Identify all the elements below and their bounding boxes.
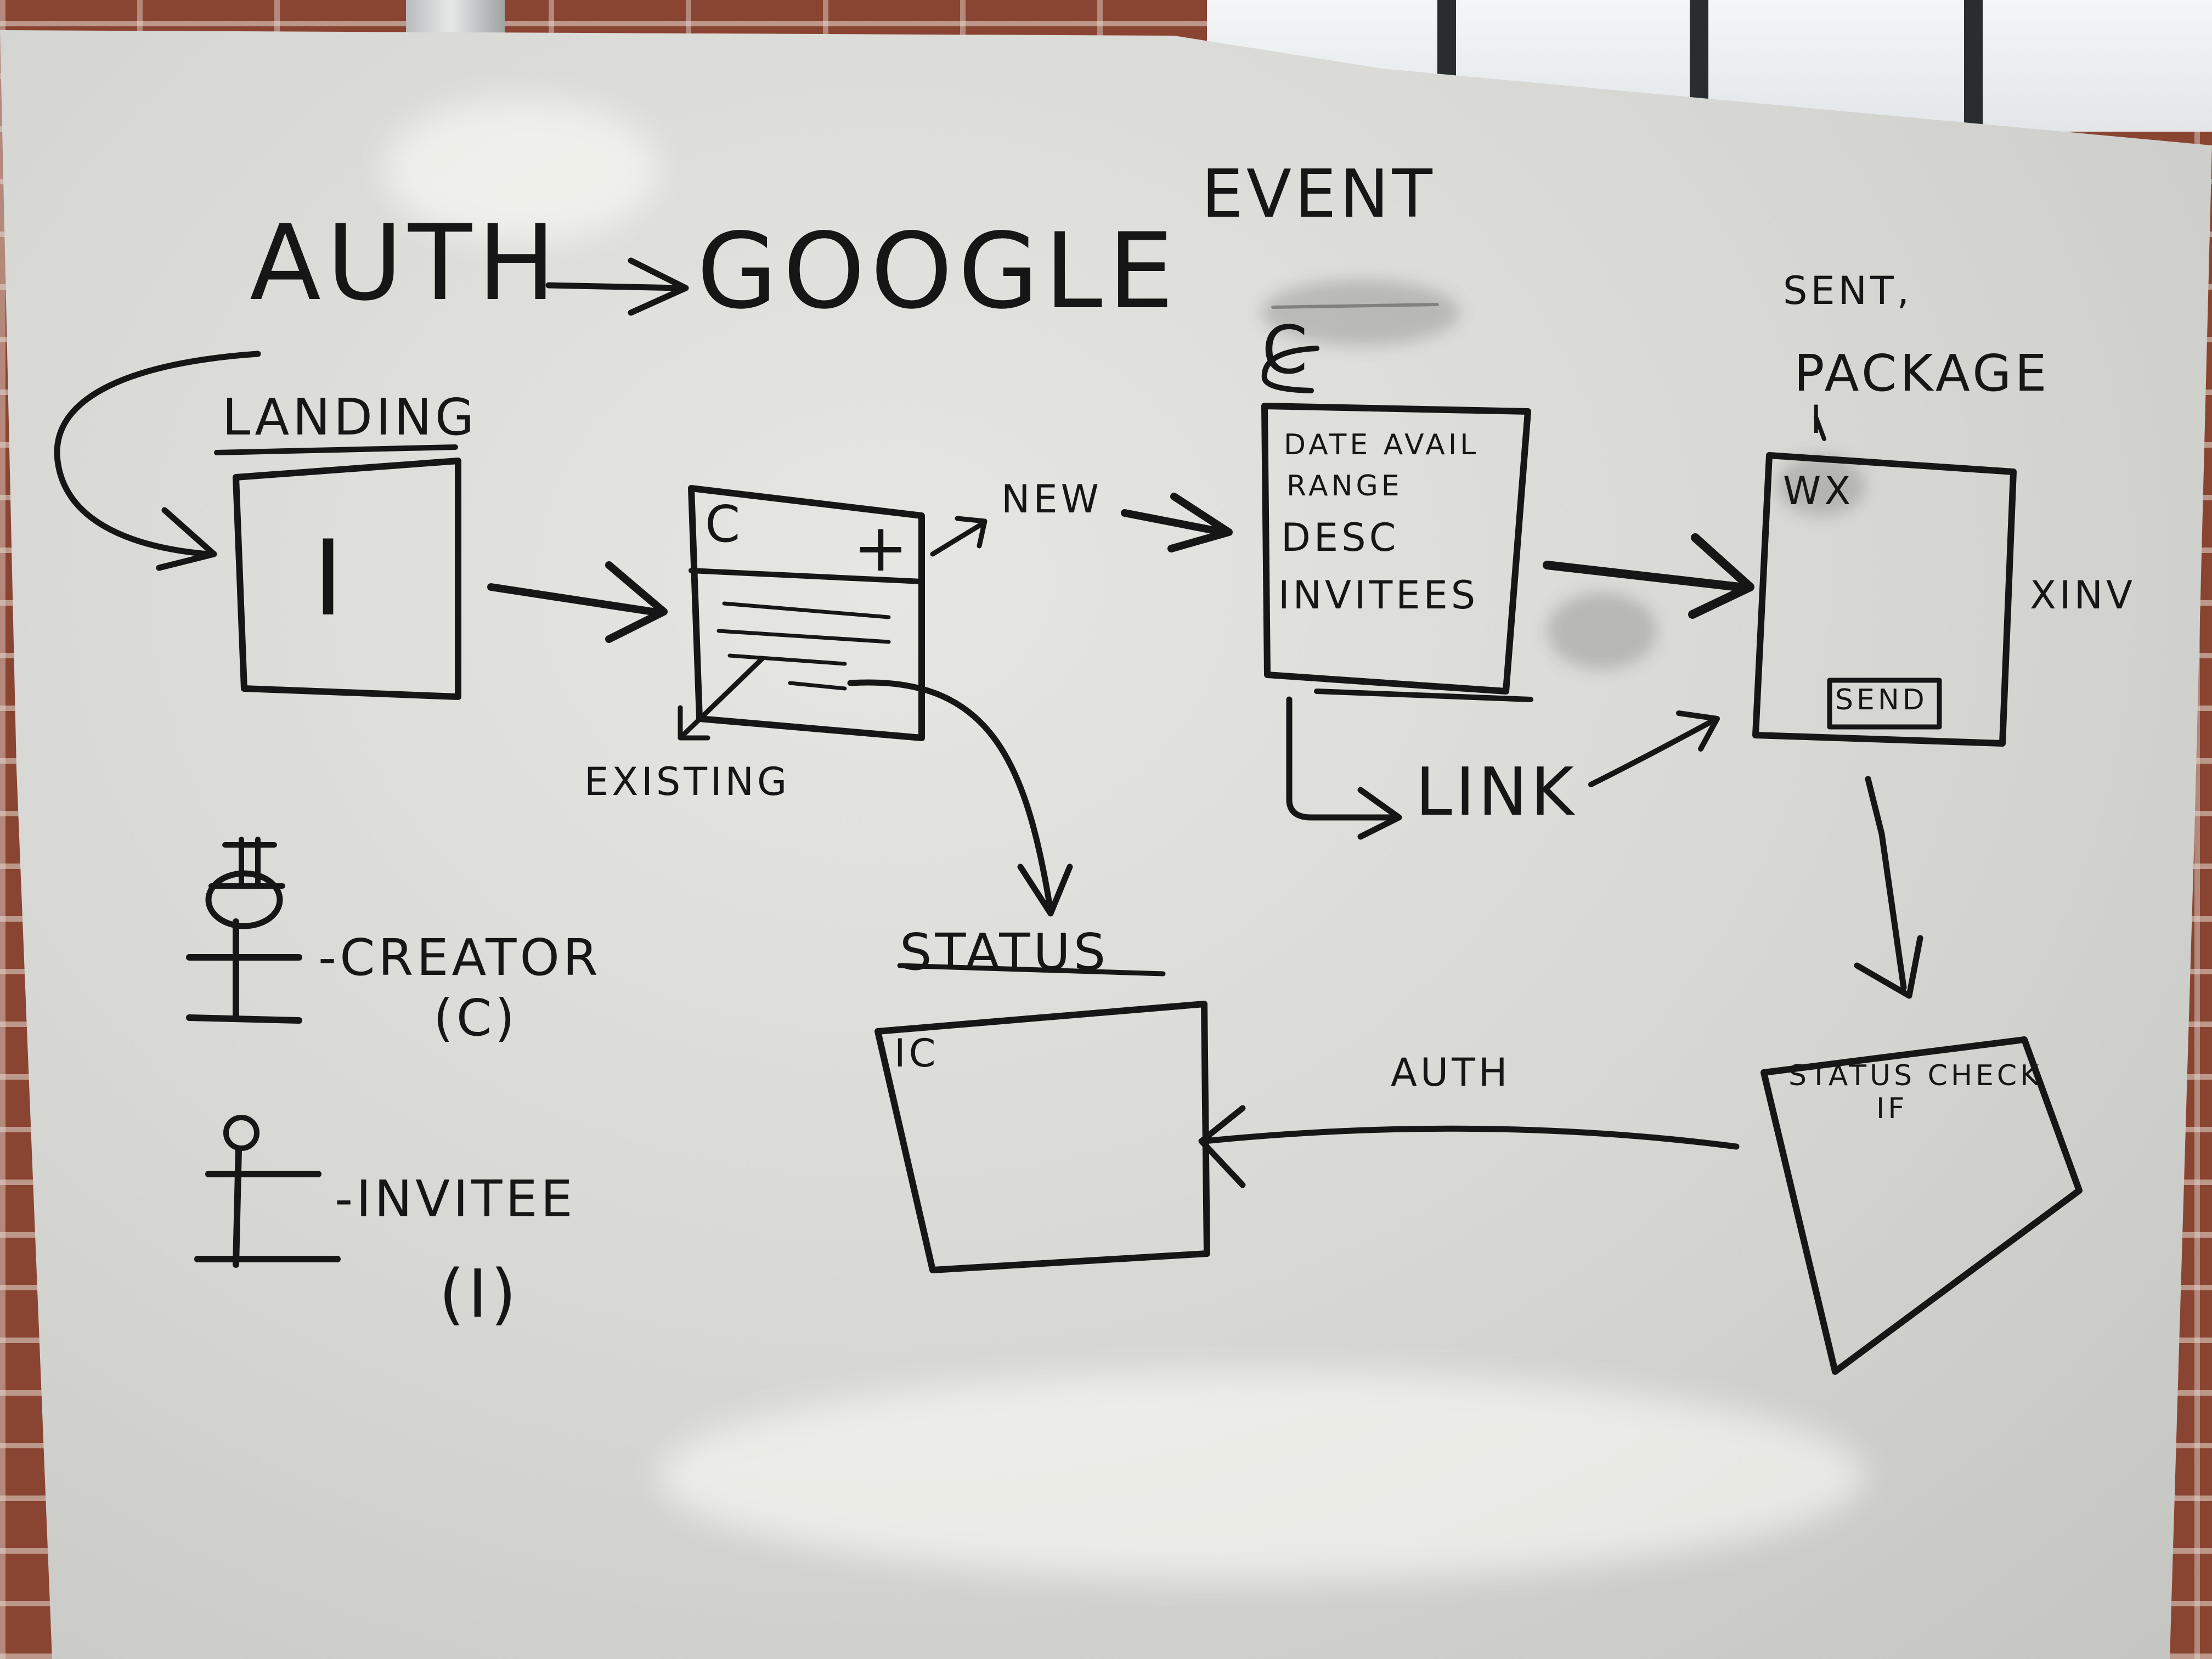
event-box-c-bracket xyxy=(1261,346,1319,393)
list-box-c-label: C xyxy=(705,495,744,554)
event-package-arrow xyxy=(1543,561,1743,591)
invitee-figure-body xyxy=(233,1146,242,1268)
landing-box-label: I xyxy=(313,518,349,639)
google-title: GOOGLE xyxy=(697,211,1180,332)
event-field-date-avail: DATE AVAIL xyxy=(1284,428,1480,461)
status-title: STATUS xyxy=(900,923,1109,981)
landing-box xyxy=(233,458,461,700)
auth-arrow-head xyxy=(1198,1105,1246,1188)
eraser-smudge xyxy=(1547,592,1657,669)
event-package-arrow-head xyxy=(1688,533,1754,619)
x-inv-label: XINV xyxy=(2030,573,2136,618)
link-arrow xyxy=(1588,719,1714,787)
list-box xyxy=(688,485,925,741)
status-arrow xyxy=(847,679,1054,914)
auth-arrow-label: AUTH xyxy=(1391,1050,1511,1095)
list-box-row xyxy=(788,681,847,691)
package-wx-label: WX xyxy=(1783,469,1854,514)
list-box-row xyxy=(727,653,847,666)
package-i-tick xyxy=(1814,415,1826,441)
send-button-label: SEND xyxy=(1835,684,1928,716)
event-title: EVENT xyxy=(1201,156,1436,233)
landing-underline xyxy=(214,444,458,455)
auth-google-arrow-head xyxy=(628,257,689,316)
event-field-range: RANGE xyxy=(1286,470,1403,503)
status-title-underline xyxy=(897,963,1166,977)
package-check-arrow xyxy=(1865,776,1907,991)
list-box-plus-label: + xyxy=(853,510,912,586)
light-glare xyxy=(384,99,658,241)
status-check-if-label: IF xyxy=(1876,1092,1908,1125)
new-label: NEW xyxy=(1001,477,1102,522)
link-arrow-head xyxy=(1676,710,1720,752)
event-title-underline xyxy=(1271,303,1439,309)
package-label: PACKAGE xyxy=(1794,344,2050,403)
send-button-outline xyxy=(1827,678,1942,730)
invitee-abbrev: (I) xyxy=(439,1256,520,1333)
event-field-invitees: INVITEES xyxy=(1278,573,1479,618)
event-box-c-label: C xyxy=(1262,313,1311,389)
auth-google-arrow xyxy=(545,282,684,291)
window-mullion xyxy=(1964,0,1983,132)
auth-arrow xyxy=(1201,1125,1740,1150)
new-arrow-start xyxy=(930,521,985,557)
status-check-label: STATUS CHECK xyxy=(1788,1059,2042,1092)
status-arrow-head xyxy=(1017,864,1073,917)
status-check-box xyxy=(1760,1036,2083,1375)
creator-figure-base xyxy=(186,1014,302,1024)
creator-abbrev: (C) xyxy=(433,989,518,1047)
package-check-arrow-head xyxy=(1854,935,1923,999)
list-box-row xyxy=(716,629,891,644)
invitee-label: -INVITEE xyxy=(335,1170,576,1228)
package-i-label: I xyxy=(1810,397,1825,442)
new-arrow-head xyxy=(1167,493,1233,552)
package-box xyxy=(1752,452,2017,747)
light-glare xyxy=(658,1372,1865,1580)
list-box-divider xyxy=(689,568,924,584)
existing-arrow-head xyxy=(678,705,710,741)
landing-list-arrow-head xyxy=(605,561,668,643)
new-arrow-start-head xyxy=(955,516,988,549)
existing-label: EXISTING xyxy=(584,759,791,804)
status-box-label: IC xyxy=(894,1031,939,1076)
list-box-row xyxy=(722,601,891,619)
event-field-desc: DESC xyxy=(1281,515,1400,560)
auth-title: AUTH xyxy=(250,202,561,324)
creator-label: -CREATOR xyxy=(318,928,601,987)
landing-label: LANDING xyxy=(222,388,478,447)
event-box-underline xyxy=(1314,689,1533,702)
new-arrow xyxy=(1121,509,1227,536)
invitee-figure-head xyxy=(223,1115,259,1151)
existing-arrow xyxy=(680,656,765,738)
sent-label: SENT, xyxy=(1783,268,1913,313)
link-bracket-head xyxy=(1357,787,1402,840)
event-box xyxy=(1261,403,1531,695)
loop-arrow xyxy=(54,351,261,557)
eraser-smudge xyxy=(1778,455,1865,516)
link-bracket xyxy=(1286,696,1397,821)
link-label: LINK xyxy=(1415,754,1577,831)
loop-arrow-head xyxy=(156,507,217,571)
landing-list-arrow xyxy=(487,583,657,616)
status-box xyxy=(874,1001,1210,1273)
eraser-smudge xyxy=(1262,280,1459,346)
